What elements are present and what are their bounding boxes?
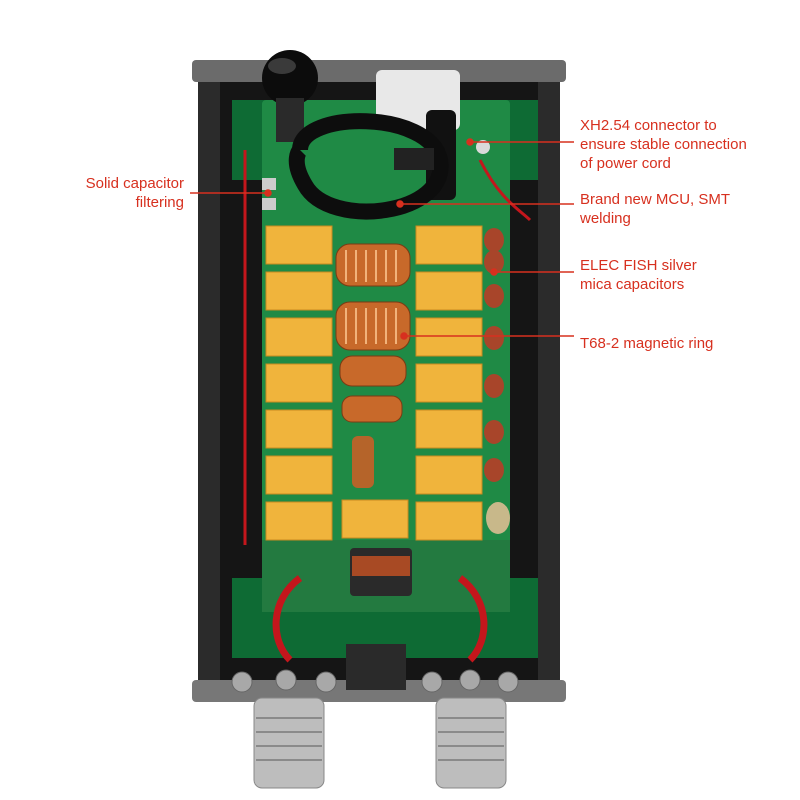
callout-mica: ELEC FISH silver mica capacitors (580, 256, 697, 294)
callout-mica-line-1: ELEC FISH silver (580, 257, 697, 274)
mica-capacitors (484, 228, 504, 482)
callout-magnetic-ring: T68-2 magnetic ring (580, 334, 713, 353)
relay-column-left (265, 225, 333, 541)
callout-solid-capacitor-line-2: filtering (135, 194, 184, 211)
enclosure-left-rail (198, 82, 220, 680)
relay-center (341, 499, 409, 539)
power-cord-loop (288, 113, 449, 220)
callout-solid-capacitor: Solid capacitor filtering (40, 174, 184, 212)
callout-magnetic-ring-line-1: T68-2 magnetic ring (580, 335, 714, 352)
rf-wire-right (457, 575, 488, 663)
so239-threads (256, 717, 504, 761)
power-grommet-highlight (268, 58, 296, 74)
toroid-stack (335, 243, 411, 423)
solid-capacitor-1 (262, 178, 276, 190)
callout-xh254: XH2.54 connector to ensure stable connec… (580, 116, 747, 173)
enclosure-right-rail (538, 82, 560, 680)
mcu-chip (394, 148, 434, 170)
callout-xh254-line-2: ensure stable connection (580, 136, 747, 153)
air-coil (352, 436, 374, 488)
bottom-transformer-winding (352, 556, 410, 576)
callout-lines (190, 138, 574, 340)
terminal-strip (346, 644, 406, 690)
solid-capacitor-3 (476, 140, 490, 154)
solid-capacitor-2 (262, 198, 276, 210)
callout-xh254-line-3: of power cord (580, 155, 671, 172)
power-grommet (262, 50, 318, 106)
callout-mica-line-2: mica capacitors (580, 276, 685, 293)
so239-right (435, 697, 507, 789)
callout-solid-capacitor-line-1: Solid capacitor (85, 175, 184, 192)
callout-xh254-line-1: XH2.54 connector to (580, 117, 717, 134)
rf-wire-left (272, 575, 303, 663)
toroid-windings (345, 250, 397, 344)
ceramic-capacitor (486, 502, 510, 534)
terminal-screws (231, 669, 519, 693)
relay-column-right (415, 225, 483, 541)
callout-mcu-line-2: welding (580, 210, 631, 227)
callout-mcu-line-1: Brand new MCU, SMT (580, 191, 731, 208)
callout-mcu: Brand new MCU, SMT welding (580, 190, 730, 228)
red-wire-right (478, 159, 532, 222)
so239-left (253, 697, 325, 789)
